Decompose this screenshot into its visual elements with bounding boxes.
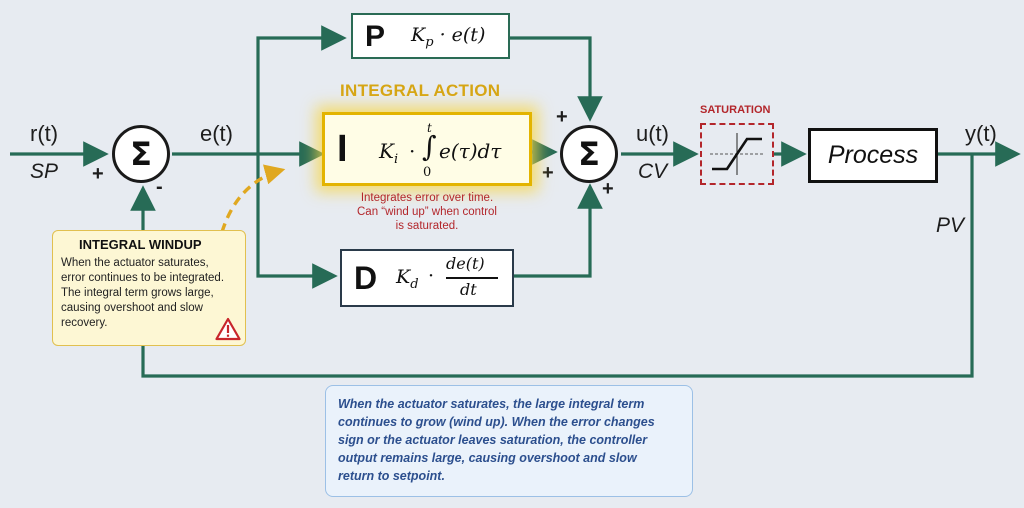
integral-upper-limit: t <box>427 121 432 135</box>
p-letter: P <box>365 20 386 53</box>
branch-to-d <box>256 154 338 289</box>
control-variable-label: CV <box>638 160 668 183</box>
p-to-sum2 <box>510 36 603 122</box>
kd-symbol: Kd <box>396 266 419 292</box>
derivative-numerator: de(t) <box>446 254 485 273</box>
ki-dot: · <box>409 139 416 163</box>
saturation-block <box>700 123 774 185</box>
branch-to-p <box>256 25 347 154</box>
sum2-bottom-plus-sign: + <box>602 178 614 200</box>
process-variable-label: PV <box>936 214 965 237</box>
kd-dot: · <box>428 265 435 287</box>
saturation-title: SATURATION <box>700 104 771 116</box>
setpoint-label: SP <box>30 160 59 183</box>
ki-subscript: i <box>393 152 399 167</box>
integral-expression: e(τ)dτ <box>439 139 502 163</box>
ki-k: K <box>379 139 394 163</box>
feedback-wire <box>130 154 974 378</box>
integral-lower-limit: 0 <box>423 165 432 180</box>
fraction-bar <box>446 277 498 279</box>
control-signal-label: u(t) <box>636 121 669 146</box>
warning-icon <box>215 317 241 341</box>
ki-symbol: Ki <box>379 139 398 167</box>
windup-title: INTEGRAL WINDUP <box>79 237 202 252</box>
kd-subscript: d <box>410 277 419 292</box>
kp-symbol: K <box>411 24 426 46</box>
i-letter: I <box>337 128 348 170</box>
kp-expression: · e(t) <box>433 24 486 46</box>
integral-windup-callout: INTEGRAL WINDUP When the actuator satura… <box>52 230 246 346</box>
windup-explanation-note: When the actuator saturates, the large i… <box>325 385 693 497</box>
proportional-formula: Kp · e(t) <box>411 24 485 50</box>
integral-block: I Ki · t ∫ 0 e(τ)dτ <box>322 112 532 186</box>
sum2-left-plus-sign: + <box>542 162 554 184</box>
controller-summing-junction: Σ <box>560 125 618 183</box>
kd-k: K <box>396 266 411 288</box>
integral-action-title: INTEGRAL ACTION <box>340 81 501 100</box>
error-signal-label: e(t) <box>200 121 233 146</box>
d-letter: D <box>354 260 378 296</box>
saturation-curve-icon <box>710 133 764 175</box>
sum1-minus-sign: - <box>156 176 163 198</box>
kp-subscript: p <box>425 35 434 50</box>
derivative-denominator: dt <box>460 280 477 299</box>
error-summing-junction: Σ <box>112 125 170 183</box>
reference-signal-label: r(t) <box>30 121 59 146</box>
windup-pointer-arrow <box>220 164 286 233</box>
sum1-plus-sign: + <box>92 163 104 185</box>
integral-sign: ∫ <box>422 130 437 163</box>
process-block: Process <box>808 128 938 183</box>
integral-action-description: Integrates error over time. Can “wind up… <box>357 192 497 232</box>
proportional-block: P Kp · e(t) <box>351 13 510 59</box>
d-to-sum2 <box>514 183 603 278</box>
sum2-top-plus-sign: + <box>556 106 568 128</box>
output-signal-label: y(t) <box>965 121 997 146</box>
note-text: When the actuator saturates, the large i… <box>338 397 655 483</box>
windup-description: When the actuator saturates, error conti… <box>61 257 225 329</box>
derivative-block: D Kd · de(t) dt <box>340 249 514 307</box>
